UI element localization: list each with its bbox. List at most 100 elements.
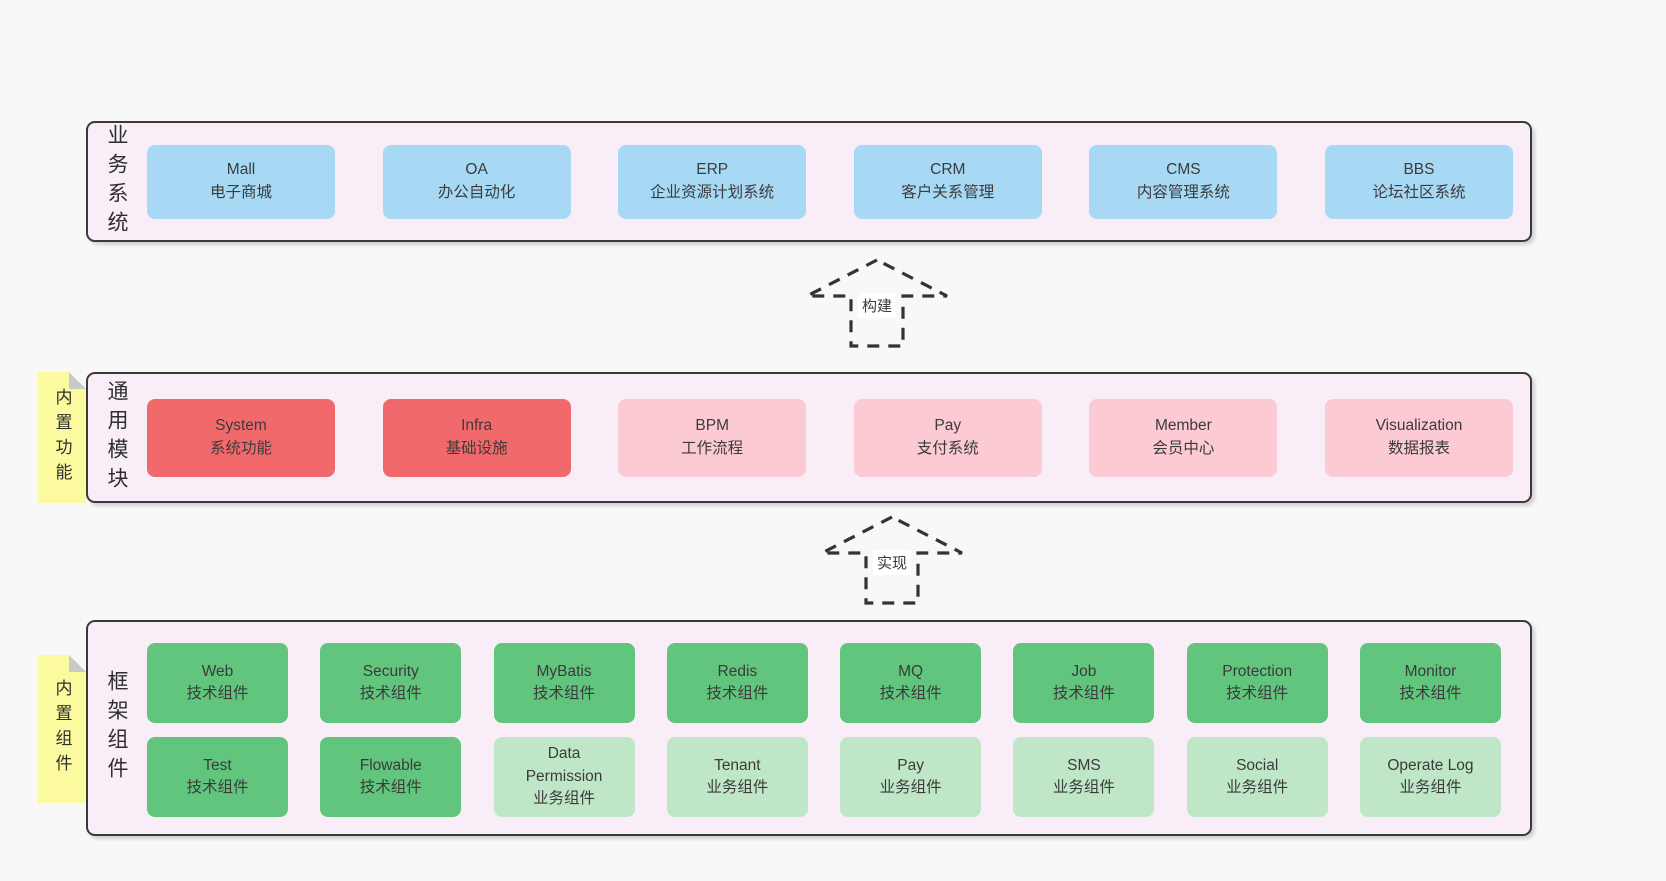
arrow-implement: 实现 [817, 514, 967, 606]
box-title: Test [203, 756, 232, 774]
box-protection: Protection 技术组件 [1186, 643, 1328, 723]
box-title: ERP [696, 161, 729, 179]
box-title: Infra [461, 417, 493, 435]
box-subtitle: 电子商城 [209, 183, 272, 201]
box-subtitle: 企业资源计划系统 [650, 183, 775, 201]
framework-box-row-2: Test 技术组件 Flowable 技术组件 Data Permission … [147, 737, 1501, 817]
layer-side-label: 通用模块 [105, 379, 128, 496]
box-subtitle: 技术组件 [533, 685, 596, 702]
box-subtitle: 系统功能 [209, 439, 272, 457]
layer-side-label: 业务系统 [105, 123, 128, 240]
box-tenant: Tenant 业务组件 [666, 737, 808, 817]
box-test: Test 技术组件 [147, 737, 288, 817]
business-box-row: Mall 电子商城 OA 办公自动化 ERP 企业资源计划系统 CRM 客户关系… [147, 123, 1513, 240]
box-monitor: Monitor 技术组件 [1359, 643, 1501, 723]
box-subtitle: 支付系统 [916, 439, 979, 457]
box-subtitle: 技术组件 [359, 779, 422, 796]
box-title: Flowable [359, 756, 422, 774]
box-subtitle: 技术组件 [706, 685, 769, 702]
sticky-note-builtin-components: 内置组件 [38, 655, 86, 803]
box-title: OA [465, 161, 488, 179]
box-subtitle: 基础设施 [445, 439, 508, 457]
box-subtitle: 客户关系管理 [901, 183, 995, 201]
box-subtitle: 技术组件 [359, 685, 422, 702]
box-title: Web [201, 662, 234, 680]
box-subtitle: 会员中心 [1152, 439, 1215, 457]
box-flowable: Flowable 技术组件 [320, 737, 462, 817]
box-job: Job 技术组件 [1013, 643, 1155, 723]
box-title: Tenant [714, 756, 761, 774]
box-bpm: BPM 工作流程 [618, 398, 807, 477]
box-title: Visualization [1375, 417, 1463, 435]
box-title: Data Permission [525, 745, 603, 785]
box-crm: CRM 客户关系管理 [853, 144, 1042, 219]
box-subtitle: 技术组件 [879, 685, 942, 702]
box-erp: ERP 企业资源计划系统 [618, 144, 807, 219]
layer-side-label: 框架组件 [105, 670, 128, 786]
box-subtitle: 业务组件 [706, 779, 769, 796]
box-title: MyBatis [536, 662, 592, 680]
box-infra: Infra 基础设施 [382, 398, 571, 477]
box-cms: CMS 内容管理系统 [1089, 144, 1278, 219]
box-title: Job [1071, 662, 1097, 680]
box-title: MQ [898, 662, 924, 680]
box-subtitle: 办公自动化 [437, 183, 516, 201]
box-title: Redis [717, 662, 758, 680]
box-member: Member 会员中心 [1089, 398, 1278, 477]
box-title: SMS [1067, 756, 1101, 774]
box-oa: OA 办公自动化 [382, 144, 571, 219]
box-subtitle: 技术组件 [1399, 685, 1462, 702]
layer-framework-components: 框架组件 Web 技术组件 Security 技术组件 MyBatis 技术组件… [86, 620, 1532, 836]
box-title: CMS [1166, 161, 1201, 179]
up-arrow-icon [821, 515, 963, 605]
note-label: 内置组件 [52, 679, 72, 779]
box-title: Protection [1222, 662, 1293, 680]
box-subtitle: 技术组件 [1052, 685, 1115, 702]
box-title: Social [1236, 756, 1279, 774]
box-title: BBS [1403, 161, 1435, 179]
box-security: Security 技术组件 [320, 643, 462, 723]
box-subtitle: 内容管理系统 [1136, 183, 1230, 201]
box-title: Security [362, 662, 419, 680]
box-web: Web 技术组件 [147, 643, 288, 723]
box-subtitle: 业务组件 [533, 790, 596, 808]
box-title: Member [1154, 417, 1212, 435]
arrow-label: 实现 [872, 550, 912, 575]
box-title: BPM [695, 417, 729, 435]
box-bbs: BBS 论坛社区系统 [1324, 144, 1513, 219]
layer-business-systems: 业务系统 Mall 电子商城 OA 办公自动化 ERP 企业资源计划系统 CRM… [86, 121, 1532, 242]
up-arrow-icon [806, 258, 948, 348]
box-subtitle: 业务组件 [1052, 779, 1115, 796]
box-social: Social 业务组件 [1186, 737, 1328, 817]
box-mall: Mall 电子商城 [147, 144, 335, 219]
box-title: Operate Log [1387, 756, 1474, 774]
arrow-build: 构建 [802, 257, 952, 349]
layer-common-modules: 通用模块 System 系统功能 Infra 基础设施 BPM 工作流程 Pay… [86, 372, 1532, 503]
box-subtitle: 业务组件 [879, 779, 942, 796]
box-subtitle: 业务组件 [1226, 779, 1289, 796]
box-pay: Pay 支付系统 [853, 398, 1042, 477]
box-mq: MQ 技术组件 [840, 643, 982, 723]
box-system: System 系统功能 [147, 398, 335, 477]
box-subtitle: 技术组件 [186, 779, 249, 796]
box-title: Mall [226, 161, 256, 179]
box-subtitle: 工作流程 [681, 439, 744, 457]
modules-box-row: System 系统功能 Infra 基础设施 BPM 工作流程 Pay 支付系统… [147, 374, 1513, 501]
framework-box-row-1: Web 技术组件 Security 技术组件 MyBatis 技术组件 Redi… [147, 643, 1501, 723]
note-label: 内置功能 [52, 387, 72, 488]
sticky-note-builtin-features: 内置功能 [38, 372, 86, 503]
box-subtitle: 技术组件 [186, 685, 249, 702]
box-subtitle: 业务组件 [1399, 779, 1462, 796]
box-visualization: Visualization 数据报表 [1324, 398, 1513, 477]
box-title: Pay [897, 756, 924, 774]
box-sms: SMS 业务组件 [1013, 737, 1155, 817]
box-subtitle: 数据报表 [1387, 439, 1450, 457]
box-title: CRM [930, 161, 966, 179]
box-title: Pay [934, 417, 962, 435]
framework-box-rows: Web 技术组件 Security 技术组件 MyBatis 技术组件 Redi… [147, 643, 1501, 817]
box-operate-log: Operate Log 业务组件 [1359, 737, 1501, 817]
arrow-label: 构建 [857, 293, 897, 318]
box-title: Monitor [1404, 662, 1457, 680]
box-subtitle: 技术组件 [1226, 685, 1289, 702]
box-redis: Redis 技术组件 [666, 643, 808, 723]
